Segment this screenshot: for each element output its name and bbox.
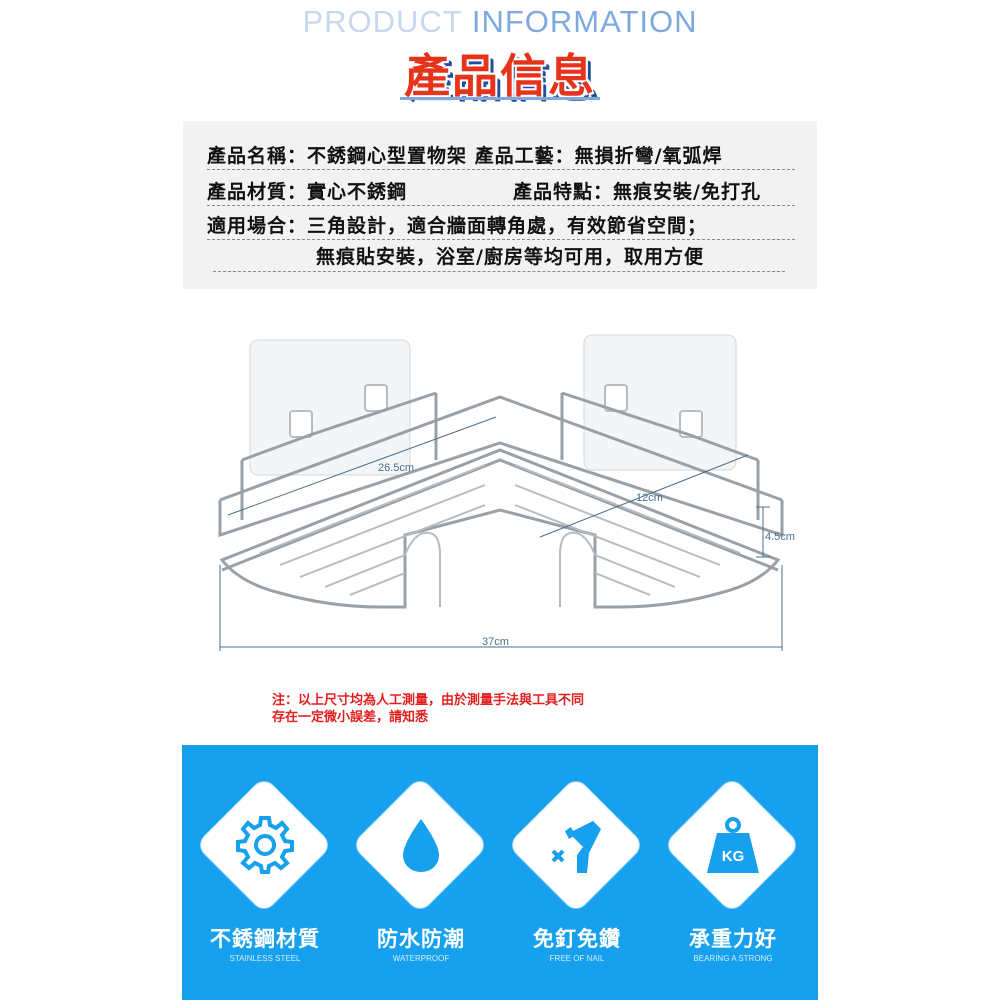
dimension-label-height: 4.5cm xyxy=(765,531,795,543)
feature-no-drill: 免釘免鑽 FREE OF NAIL xyxy=(502,745,652,1000)
feature-waterproof: 防水防潮 WATERPROOF xyxy=(346,745,496,1000)
product-illustration: 26.5cm 12cm 4.5cm 37cm xyxy=(200,325,810,665)
divider xyxy=(207,239,795,240)
dimension-label-side: 12cm xyxy=(636,492,663,504)
english-title-bold: INFORMATION xyxy=(471,4,698,39)
info-line-usage: 適用場合：三角設計，適合牆面轉角處，有效節省空間； xyxy=(207,215,708,237)
info-line-material: 產品材質：實心不銹鋼 xyxy=(207,181,408,203)
info-line-feature: 產品特點：無痕安裝/免打孔 xyxy=(513,181,761,203)
english-title: PRODUCT INFORMATION xyxy=(0,4,1000,40)
feature-sublabel: WATERPROOF xyxy=(392,954,450,963)
note-line-2: 存在一定微小誤差，請知悉 xyxy=(272,710,429,725)
water-drop-icon xyxy=(403,819,439,872)
page-title: 產品信息 xyxy=(404,49,596,103)
dimension-label-back: 26.5cm xyxy=(378,462,414,474)
divider xyxy=(207,205,795,206)
dimension-label-width: 37cm xyxy=(482,636,509,648)
feature-label: 承重力好 xyxy=(689,927,777,951)
feature-sublabel: STAINLESS STEEL xyxy=(229,954,301,963)
shelf-wires xyxy=(259,464,741,607)
drill-icon xyxy=(551,821,601,873)
note-line-1: 注：以上尺寸均為人工測量，由於測量手法與工具不同 xyxy=(272,693,585,708)
feature-sublabel: BEARING A STRONG xyxy=(693,954,773,963)
feature-label: 不銹鋼材質 xyxy=(210,927,320,951)
shelf-wire-frame xyxy=(218,391,784,609)
info-line-name-craft: 產品名稱：不銹鋼心型置物架 產品工藝：無損折彎/氧弧焊 xyxy=(207,145,723,167)
feature-stainless: 不銹鋼材質 STAINLESS STEEL xyxy=(190,745,340,1000)
hook-icon xyxy=(289,410,313,438)
title-underline xyxy=(400,97,600,100)
gear-icon xyxy=(236,816,294,874)
product-info-box: 產品名稱：不銹鋼心型置物架 產品工藝：無損折彎/氧弧焊 產品材質：實心不銹鋼 產… xyxy=(183,121,817,289)
measurement-note: 注：以上尺寸均為人工測量，由於測量手法與工具不同 存在一定微小誤差，請知悉 xyxy=(272,692,584,726)
hook-icon xyxy=(679,410,703,438)
english-title-light: PRODUCT xyxy=(302,4,463,39)
divider xyxy=(207,169,795,170)
info-line-usage-cont: 無痕貼安裝，浴室/廚房等均可用，取用方便 xyxy=(316,246,704,268)
divider xyxy=(213,271,785,272)
weight-icon: KG xyxy=(707,817,759,873)
feature-sublabel: FREE OF NAIL xyxy=(549,954,605,963)
feature-label: 免釘免鑽 xyxy=(533,927,621,951)
feature-load-bearing: KG 承重力好 BEARING A STRONG xyxy=(658,745,808,1000)
hook-icon xyxy=(364,384,388,412)
dimension-lines xyxy=(219,416,783,651)
feature-label: 防水防潮 xyxy=(377,927,465,951)
corner-shelf-drawing: 26.5cm 12cm 4.5cm 37cm xyxy=(218,334,795,651)
weight-badge-text: KG xyxy=(722,848,745,865)
features-panel: 不銹鋼材質 STAINLESS STEEL 防水防潮 WATERPROOF 免釘… xyxy=(182,745,818,1000)
